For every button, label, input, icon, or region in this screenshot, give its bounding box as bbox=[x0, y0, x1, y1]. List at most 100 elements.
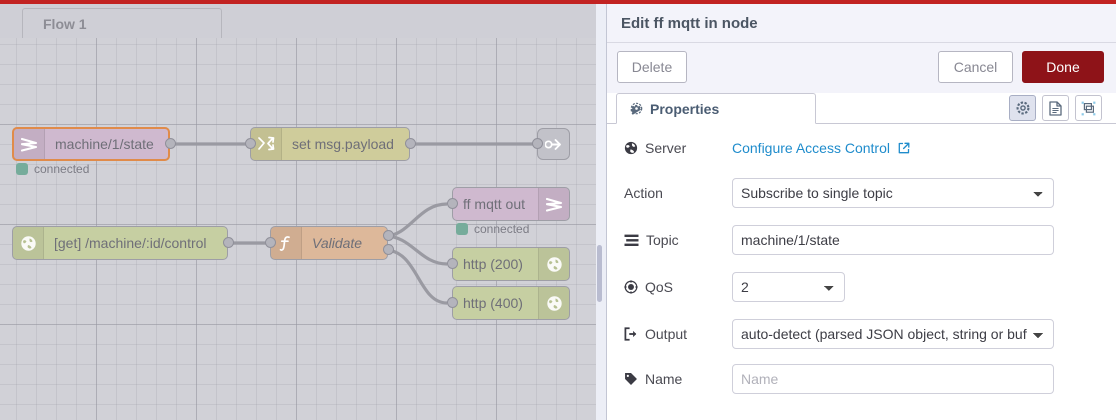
port-mqtt-in-output[interactable] bbox=[165, 138, 176, 149]
flow-node-mqtt-in-status-label: connected bbox=[34, 162, 90, 176]
flow-node-mqtt-out-status-label: connected bbox=[474, 222, 530, 236]
port-http-in-output[interactable] bbox=[223, 237, 234, 248]
cancel-button[interactable]: Cancel bbox=[938, 51, 1013, 83]
delete-button-label: Delete bbox=[631, 59, 673, 75]
port-function-output-1[interactable] bbox=[383, 230, 394, 241]
port-link-out-input[interactable] bbox=[532, 138, 543, 149]
qos-select[interactable]: 012 bbox=[732, 272, 845, 302]
appearance-icon-button[interactable] bbox=[1075, 95, 1102, 121]
link-out-icon bbox=[538, 129, 569, 159]
port-http-200-input[interactable] bbox=[447, 258, 458, 269]
flow-node-mqtt-out-status: connected bbox=[456, 222, 529, 236]
configure-access-control-link-text: Configure Access Control bbox=[732, 140, 890, 156]
tab-properties[interactable]: Properties bbox=[616, 93, 816, 124]
canvas-vertical-scrollbar[interactable] bbox=[597, 245, 602, 302]
properties-gear-icon-button[interactable] bbox=[1009, 95, 1036, 121]
flow-node-http-in-label: [get] /machine/:id/control bbox=[54, 235, 207, 251]
form-row-server: Server Configure Access Control bbox=[624, 135, 1099, 161]
name-input[interactable] bbox=[732, 364, 1054, 394]
panel-title-text: Edit ff mqtt in node bbox=[621, 14, 758, 32]
panel-title: Edit ff mqtt in node bbox=[607, 4, 1116, 43]
form-row-output: Output auto-detect (parsed JSON object, … bbox=[624, 319, 1099, 349]
form-row-topic: Topic bbox=[624, 225, 1099, 255]
form-row-qos: QoS 012 bbox=[624, 272, 1099, 302]
name-label-text: Name bbox=[645, 371, 683, 387]
configure-access-control-link[interactable]: Configure Access Control bbox=[732, 140, 910, 156]
status-dot-icon bbox=[456, 223, 468, 235]
flow-tab-bar: Flow 1 bbox=[0, 4, 596, 38]
mqtt-icon bbox=[538, 188, 569, 220]
flow-node-mqtt-in-status: connected bbox=[16, 162, 89, 176]
sign-out-icon bbox=[624, 327, 638, 341]
cancel-button-label: Cancel bbox=[953, 59, 998, 75]
panel-tab-bar: Properties bbox=[607, 93, 1116, 124]
flow-node-http-200-label: http (200) bbox=[463, 256, 523, 272]
flow-node-mqtt-in[interactable]: machine/1/state bbox=[12, 127, 170, 161]
form-row-name: Name bbox=[624, 364, 1099, 394]
output-label-text: Output bbox=[645, 326, 688, 342]
flow-node-http-in[interactable]: [get] /machine/:id/control bbox=[12, 226, 228, 260]
name-label: Name bbox=[624, 371, 732, 387]
port-mqtt-out-input[interactable] bbox=[447, 198, 458, 209]
topic-input[interactable] bbox=[732, 225, 1054, 255]
flow-node-mqtt-out-label: ff mqtt out bbox=[463, 196, 525, 212]
output-select[interactable]: auto-detect (parsed JSON object, string … bbox=[732, 319, 1054, 349]
globe-icon bbox=[538, 248, 569, 280]
globe-icon bbox=[538, 287, 569, 319]
panel-splitter[interactable] bbox=[596, 4, 607, 420]
wire-function-to-http-400 bbox=[384, 248, 448, 305]
qos-label-text: QoS bbox=[645, 279, 674, 295]
done-button[interactable]: Done bbox=[1022, 51, 1104, 83]
port-change-output[interactable] bbox=[405, 138, 416, 149]
flow-node-http-response-200[interactable]: http (200) bbox=[452, 247, 570, 281]
function-icon bbox=[271, 227, 302, 259]
flow-node-function-label: Validate bbox=[312, 235, 363, 251]
output-label: Output bbox=[624, 326, 732, 342]
server-label: Server bbox=[624, 140, 732, 156]
flow-node-http-400-label: http (400) bbox=[463, 295, 523, 311]
action-label: Action bbox=[624, 185, 732, 201]
tag-icon bbox=[624, 372, 638, 386]
action-label-text: Action bbox=[624, 185, 663, 201]
flow-node-mqtt-in-label: machine/1/state bbox=[55, 136, 154, 152]
port-http-400-input[interactable] bbox=[447, 297, 458, 308]
flow-node-change[interactable]: set msg.payload bbox=[250, 127, 410, 161]
target-icon bbox=[624, 280, 638, 294]
panel-button-row: Delete Cancel Done bbox=[607, 43, 1116, 94]
flow-node-http-response-400[interactable]: http (400) bbox=[452, 286, 570, 320]
flow-node-change-label: set msg.payload bbox=[292, 136, 394, 152]
panel-icon-buttons bbox=[1009, 95, 1102, 121]
port-change-input[interactable] bbox=[245, 138, 256, 149]
done-button-label: Done bbox=[1046, 59, 1080, 75]
flow-canvas[interactable]: machine/1/state connected set msg.payloa… bbox=[0, 38, 596, 420]
topic-label: Topic bbox=[624, 232, 732, 248]
port-function-output-2[interactable] bbox=[383, 244, 394, 255]
shuffle-icon bbox=[251, 128, 282, 160]
tab-properties-label: Properties bbox=[650, 100, 720, 117]
app-accent-bar bbox=[0, 0, 1116, 4]
port-function-input[interactable] bbox=[265, 237, 276, 248]
edit-node-panel: Edit ff mqtt in node Delete Cancel Done bbox=[607, 4, 1116, 420]
wire-function-to-mqtt-out bbox=[384, 202, 448, 238]
flow-editor-region: Flow 1 bbox=[0, 4, 596, 420]
mqtt-icon bbox=[14, 129, 45, 159]
flow-tab-flow-1[interactable]: Flow 1 bbox=[22, 8, 222, 38]
globe-icon bbox=[624, 141, 638, 155]
description-doc-icon-button[interactable] bbox=[1042, 95, 1069, 121]
action-select[interactable]: Subscribe to single topicSubscribe to mu… bbox=[732, 178, 1054, 208]
status-dot-icon bbox=[16, 163, 28, 175]
appearance-icon bbox=[1081, 101, 1096, 116]
qos-label: QoS bbox=[624, 279, 732, 295]
node-properties-form: Server Configure Access Control Action bbox=[607, 124, 1116, 420]
flow-node-function[interactable]: Validate bbox=[270, 226, 388, 260]
list-icon bbox=[624, 234, 639, 247]
topic-label-text: Topic bbox=[646, 232, 679, 248]
description-doc-icon bbox=[1049, 100, 1062, 116]
flow-tab-label: Flow 1 bbox=[43, 15, 87, 32]
globe-icon bbox=[13, 227, 44, 259]
panel-left-border bbox=[606, 4, 607, 420]
gear-icon bbox=[630, 102, 643, 115]
delete-button[interactable]: Delete bbox=[617, 51, 687, 83]
flow-node-mqtt-out[interactable]: ff mqtt out bbox=[452, 187, 570, 221]
